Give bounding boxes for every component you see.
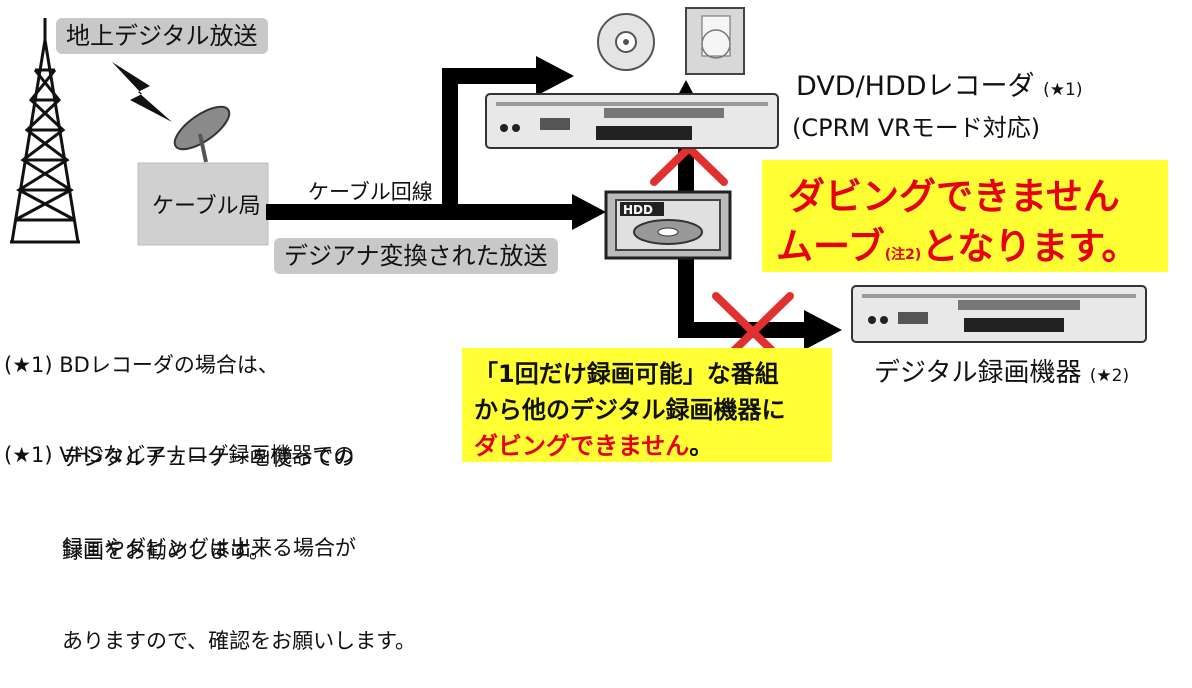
footnote-vhs-line-1: (★1) VHSなどアナログ録画機器での — [4, 440, 416, 471]
warning-line-2: ムーブ(注2)となります。 — [776, 216, 1139, 270]
note-2-mark: (注2) — [884, 247, 922, 263]
dvd-ram-cartridge-icon — [685, 7, 745, 75]
footnote-vhs-mark: (★1) — [4, 443, 53, 467]
digital-recorder-star: (★2) — [1089, 366, 1130, 386]
satellite-dish-icon — [173, 105, 231, 163]
dvd-recorder-device-icon — [485, 93, 779, 149]
digital-recorder-device-icon — [851, 285, 1147, 343]
footnote-vhs-line-2: 録画やダビングは出来る場合が — [62, 536, 356, 560]
one-time-line-3: ダビングできません。 — [474, 426, 713, 461]
hdd-unit-icon — [604, 190, 732, 260]
broadcast-tower-icon — [10, 18, 80, 244]
cable-line-label: ケーブル回線 — [308, 180, 433, 204]
terrestrial-broadcast-label: 地上デジタル放送 — [56, 18, 268, 54]
footnote-bd-line-1: (★1) BDレコーダの場合は、 — [4, 350, 355, 381]
warning-line-1: ダビングできません — [788, 175, 1120, 218]
hdd-unit-label: HDD — [623, 203, 653, 217]
dvd-recorder-star: (★1) — [1043, 80, 1083, 100]
cable-station-label: ケーブル局 — [152, 194, 261, 219]
dvd-disc-icon — [597, 13, 655, 71]
one-time-warning-box: 「1回だけ録画可能」な番組 から他のデジタル録画機器に ダビングできません。 — [462, 348, 832, 462]
becomes-label: となります。 — [921, 225, 1139, 268]
cprm-label: (CPRM VRモード対応) — [792, 114, 1041, 142]
one-time-line-2: から他のデジタル録画機器に — [474, 396, 786, 424]
one-time-line-1: 「1回だけ録画可能」な番組 — [474, 360, 779, 388]
one-time-period: 。 — [689, 432, 714, 460]
footnote-bd-mark: (★1) — [4, 353, 53, 377]
cannot-dub-label: ダビングできません — [474, 432, 690, 460]
footnote-vhs-line-3: ありますので、確認をお願いします。 — [62, 629, 417, 653]
converted-broadcast-label: デジアナ変換された放送 — [274, 238, 558, 274]
move-label: ムーブ — [776, 225, 885, 268]
cable-station-box — [137, 162, 269, 246]
digital-recorder-name: デジタル録画機器 — [874, 358, 1082, 388]
dvd-recorder-label: DVD/HDDレコーダ (★1) — [796, 64, 1082, 103]
digital-recorder-label: デジタル録画機器 (★2) — [874, 352, 1129, 389]
footnote-vhs: (★1) VHSなどアナログ録画機器での 録画やダビングは出来る場合が あります… — [4, 378, 416, 688]
footnote-vhs-text-1: VHSなどアナログ録画機器での — [59, 443, 355, 467]
dvd-recorder-name: DVD/HDDレコーダ — [796, 71, 1035, 102]
footnote-bd-text-1: BDレコーダの場合は、 — [59, 353, 279, 377]
dubbing-warning-box: ダビングできません ムーブ(注2)となります。 — [762, 160, 1168, 272]
signal-bolt-icon — [112, 62, 172, 122]
